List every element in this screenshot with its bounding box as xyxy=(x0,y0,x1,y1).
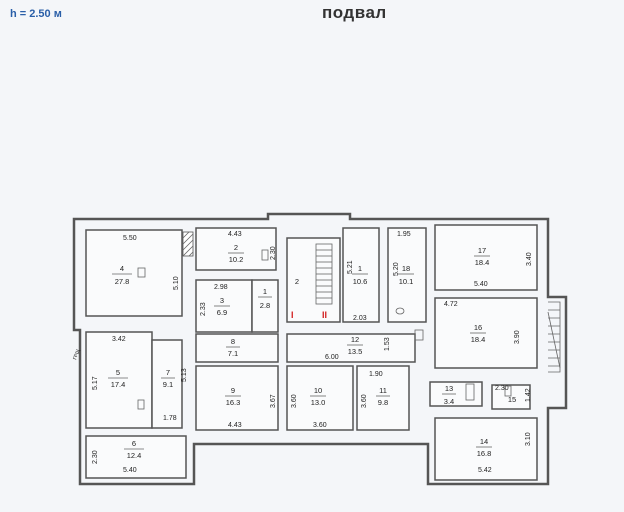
room-7 xyxy=(151,339,183,429)
svg-text:3.67: 3.67 xyxy=(270,394,277,408)
room-area: 6.9 xyxy=(217,308,227,317)
room-num: 17 xyxy=(478,246,486,255)
svg-text:5.20: 5.20 xyxy=(393,262,400,276)
svg-text:1.42: 1.42 xyxy=(525,388,532,402)
svg-text:1.78: 1.78 xyxy=(163,415,177,422)
hatched-block xyxy=(182,231,194,257)
room-labels: 1 2.8 1 10.6 2 10.2 2 3 6.9 4 27.8 5 17.… xyxy=(108,243,516,460)
room-num: 15 xyxy=(508,395,516,404)
svg-text:5.40: 5.40 xyxy=(123,467,137,474)
svg-text:5.21: 5.21 xyxy=(347,260,354,274)
svg-text:3.10: 3.10 xyxy=(525,432,532,446)
room-num: 5 xyxy=(116,368,120,377)
outer-wall xyxy=(72,212,568,486)
room-num: 1 xyxy=(263,287,267,296)
room-area: 18.4 xyxy=(471,335,486,344)
room-num: 4 xyxy=(120,264,124,273)
room-area: 18.4 xyxy=(475,258,490,267)
svg-text:4.72: 4.72 xyxy=(444,301,458,308)
ceiling-height-label: h = 2.50 м xyxy=(10,8,62,20)
room-10 xyxy=(286,365,354,431)
room-area: 17.4 xyxy=(111,380,126,389)
svg-text:3.90: 3.90 xyxy=(514,330,521,344)
room-1-large xyxy=(342,227,380,323)
dimension-labels: 5.50 5.10 4.43 2.30 2.98 2.33 5.21 1.95 … xyxy=(92,231,533,474)
svg-text:2.03: 2.03 xyxy=(353,315,367,322)
svg-text:2.30: 2.30 xyxy=(270,246,277,260)
room-area: 12.4 xyxy=(127,451,142,460)
room-12 xyxy=(286,333,416,363)
room-num: 8 xyxy=(231,337,235,346)
room-area: 10.1 xyxy=(399,277,414,286)
room-num: 3 xyxy=(220,296,224,305)
svg-text:4.43: 4.43 xyxy=(228,231,242,238)
page-title: подвал xyxy=(322,3,387,22)
room-8 xyxy=(195,333,279,363)
svg-text:3.60: 3.60 xyxy=(291,394,298,408)
room-area: 3.4 xyxy=(444,397,454,406)
svg-text:2.30: 2.30 xyxy=(495,385,509,392)
room-area: 16.8 xyxy=(477,449,492,458)
room-num: 18 xyxy=(402,264,410,273)
svg-text:1.90: 1.90 xyxy=(369,371,383,378)
stair-label-roman2: II xyxy=(322,310,327,320)
room-area: 9.1 xyxy=(163,380,173,389)
room-6 xyxy=(85,435,187,479)
fixtures xyxy=(137,249,512,410)
room-5 xyxy=(85,331,153,429)
room-area: 2.8 xyxy=(260,301,270,310)
room-area: 13.0 xyxy=(311,398,326,407)
room-num: 16 xyxy=(474,323,482,332)
room-17 xyxy=(434,224,538,291)
room-9 xyxy=(195,365,279,431)
room-1-small xyxy=(251,279,279,333)
room-num: 1 xyxy=(358,264,362,273)
room-num: 9 xyxy=(231,386,235,395)
room-num: 10 xyxy=(314,386,322,395)
room-num: 2 xyxy=(234,243,238,252)
svg-text:2.98: 2.98 xyxy=(214,284,228,291)
room-area: 27.8 xyxy=(115,277,130,286)
svg-text:2.33: 2.33 xyxy=(200,302,207,316)
svg-text:1.95: 1.95 xyxy=(397,231,411,238)
svg-text:2.30: 2.30 xyxy=(92,450,99,464)
svg-text:4.43: 4.43 xyxy=(228,422,242,429)
svg-text:5.17: 5.17 xyxy=(92,376,99,390)
svg-text:3.42: 3.42 xyxy=(112,336,126,343)
room-area: 10.6 xyxy=(353,277,368,286)
room-14 xyxy=(434,417,538,481)
stair-core xyxy=(315,243,333,305)
svg-text:5.10: 5.10 xyxy=(173,276,180,290)
grsch-label: ГРЩ xyxy=(72,348,81,360)
svg-text:6.00: 6.00 xyxy=(325,354,339,361)
room-area: 16.3 xyxy=(226,398,241,407)
stair-label-roman1: I xyxy=(291,310,294,320)
svg-text:5.40: 5.40 xyxy=(474,281,488,288)
svg-text:5.42: 5.42 xyxy=(478,467,492,474)
room-area: 13.5 xyxy=(348,347,363,356)
room-num: 6 xyxy=(132,439,136,448)
room-num: 11 xyxy=(379,386,387,395)
svg-text:1.53: 1.53 xyxy=(384,337,391,351)
svg-text:3.60: 3.60 xyxy=(313,422,327,429)
svg-text:5.13: 5.13 xyxy=(181,368,188,382)
room-4 xyxy=(85,229,183,317)
room-11 xyxy=(356,365,410,431)
room-num: 7 xyxy=(166,368,170,377)
room-area: 9.8 xyxy=(378,398,388,407)
room-num: 2 xyxy=(295,277,299,286)
right-staircase xyxy=(547,301,561,373)
room-2-upper xyxy=(195,227,277,271)
room-18 xyxy=(387,227,427,323)
svg-text:3.60: 3.60 xyxy=(361,394,368,408)
room-area: 10.2 xyxy=(229,255,244,264)
svg-text:3.40: 3.40 xyxy=(526,252,533,266)
room-num: 12 xyxy=(351,335,359,344)
room-num: 13 xyxy=(445,384,453,393)
room-num: 14 xyxy=(480,437,488,446)
svg-text:5.50: 5.50 xyxy=(123,235,137,242)
room-area: 7.1 xyxy=(228,349,238,358)
